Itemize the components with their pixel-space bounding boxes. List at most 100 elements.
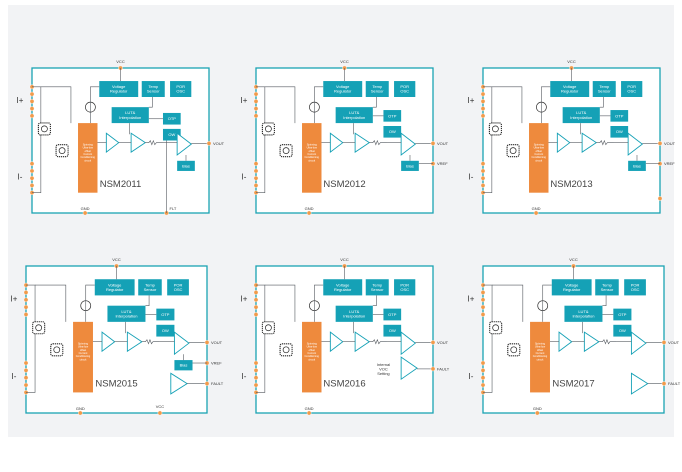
hall-sensor-core	[492, 125, 499, 133]
ow-block-label: OW	[389, 328, 396, 333]
i-minus-pin	[23, 382, 29, 388]
por-osc-block	[621, 81, 643, 97]
temp-sensor-block	[592, 81, 616, 97]
vref-label: VREF	[664, 161, 675, 166]
signal-wire	[483, 284, 493, 393]
i-plus-pin	[23, 297, 29, 303]
i-plus-pin	[253, 113, 259, 119]
afe-block-label: Ultra-low	[78, 345, 88, 349]
por-osc-block	[394, 81, 416, 97]
i-minus-pin	[480, 161, 486, 166]
afe-block	[529, 123, 549, 193]
i-minus-pin	[253, 183, 259, 188]
fault-label: FAULT	[437, 366, 450, 371]
i-plus-pin	[480, 91, 486, 97]
i-minus-pin	[253, 382, 259, 388]
flt-label: FLT	[170, 206, 177, 211]
vcc-label: VCC	[112, 257, 121, 262]
i-minus-pin	[23, 360, 29, 366]
signal-wire	[26, 284, 36, 393]
gnd-label: GND	[76, 406, 85, 411]
vout-pin	[661, 340, 667, 345]
por-osc-block-label: POR	[174, 282, 183, 287]
otp-block-label: OTP	[615, 113, 624, 118]
i-plus-pin	[480, 99, 486, 104]
afe-block	[530, 321, 550, 393]
temp-sensor-block-label: Temp	[148, 84, 159, 89]
lut-interpolation-block-label: LUT&	[349, 309, 360, 314]
hall-sensor-core	[510, 346, 518, 354]
por-osc-block-label: OSC	[400, 287, 409, 292]
signal-wire	[85, 284, 95, 301]
afe-block-label: offset	[309, 348, 316, 352]
signal-wire	[372, 97, 377, 108]
i-minus-label: I-	[242, 372, 247, 381]
i-plus-pin	[29, 99, 35, 104]
output-buffer-triangle	[400, 331, 417, 356]
i-minus-label: I-	[469, 372, 474, 381]
afe-block-label: offset	[80, 348, 87, 352]
vout-pin	[430, 340, 436, 345]
bias-block-label: Bias	[633, 163, 641, 168]
por-osc-block-label: OSC	[174, 287, 183, 292]
bias-block-label: Bias	[182, 163, 190, 168]
chip-nsm2015: VCCGNDI+I-SpinningUltra-lowoffsetCurrent…	[11, 257, 224, 416]
vout-pin	[657, 141, 663, 146]
por-osc-block-label: POR	[176, 84, 185, 89]
fault-pin	[661, 381, 667, 386]
lut-interpolation-block	[107, 305, 146, 322]
bias-block-label: Bias	[406, 163, 414, 168]
vout-label: VOUT	[437, 340, 449, 345]
i-minus-pin	[480, 183, 486, 188]
signal-wire	[492, 284, 524, 322]
signal-wire	[491, 86, 523, 124]
por-osc-block	[167, 279, 189, 296]
lut-interpolation-block-label: LUT&	[576, 110, 587, 115]
chip-name-label: NSM2016	[323, 379, 365, 390]
otp-block	[383, 110, 402, 122]
temp-sensor-block-label: Sensor	[371, 287, 384, 292]
temp-sensor-block-label: Temp	[372, 84, 383, 89]
i-minus-pin	[23, 375, 29, 381]
bias-block	[177, 160, 195, 171]
chip-name-label: NSM2011	[100, 179, 142, 190]
vcc-label: VCC	[567, 59, 576, 64]
temp-sensor-block-label: Temp	[145, 282, 156, 287]
i-minus-pin	[253, 368, 259, 373]
vout-pin	[206, 141, 212, 146]
i-minus-pin	[23, 368, 29, 373]
por-osc-block	[394, 279, 416, 296]
lut-interpolation-block	[111, 107, 149, 124]
afe-block-label: Conditioning	[76, 354, 91, 358]
lut-interpolation-block-label: Interpolation	[572, 313, 594, 318]
hall-sensor-core	[492, 324, 500, 332]
resistor-symbol	[145, 139, 163, 146]
i-minus-pin	[253, 375, 259, 381]
gnd-label: GND	[305, 406, 314, 411]
por-osc-block	[624, 279, 646, 296]
por-osc-block-label: OSC	[627, 89, 636, 94]
bias-block	[174, 360, 193, 371]
ow-block	[383, 324, 402, 337]
voltage-regulator-block	[323, 279, 363, 296]
afe-block-label: Current	[534, 152, 543, 156]
afe-block-label: Spinning	[83, 142, 94, 146]
ow-block	[162, 128, 181, 141]
voltage-regulator-block-label: Regulator	[110, 89, 128, 94]
afe-block	[302, 321, 322, 393]
signal-wire	[264, 284, 296, 322]
i-minus-pin	[480, 368, 486, 373]
afe-block-label: Current	[307, 152, 316, 156]
temp-sensor-block-label: Sensor	[601, 287, 614, 292]
signal-wire	[372, 295, 377, 306]
afe-block-label: offset	[309, 149, 316, 153]
hall-sensor-core	[41, 125, 48, 133]
ow-block-label: OW	[616, 129, 623, 134]
gnd-pin	[306, 410, 312, 416]
por-osc-block-label: OSC	[631, 287, 640, 292]
voltage-regulator-block-label: Regulator	[334, 287, 352, 292]
vout-label: VOUT	[211, 340, 223, 345]
voltage-regulator-block-label: Regulator	[106, 287, 124, 292]
voltage-regulator-block-label: Voltage	[336, 282, 350, 287]
otp-block-label: OTP	[168, 116, 177, 121]
